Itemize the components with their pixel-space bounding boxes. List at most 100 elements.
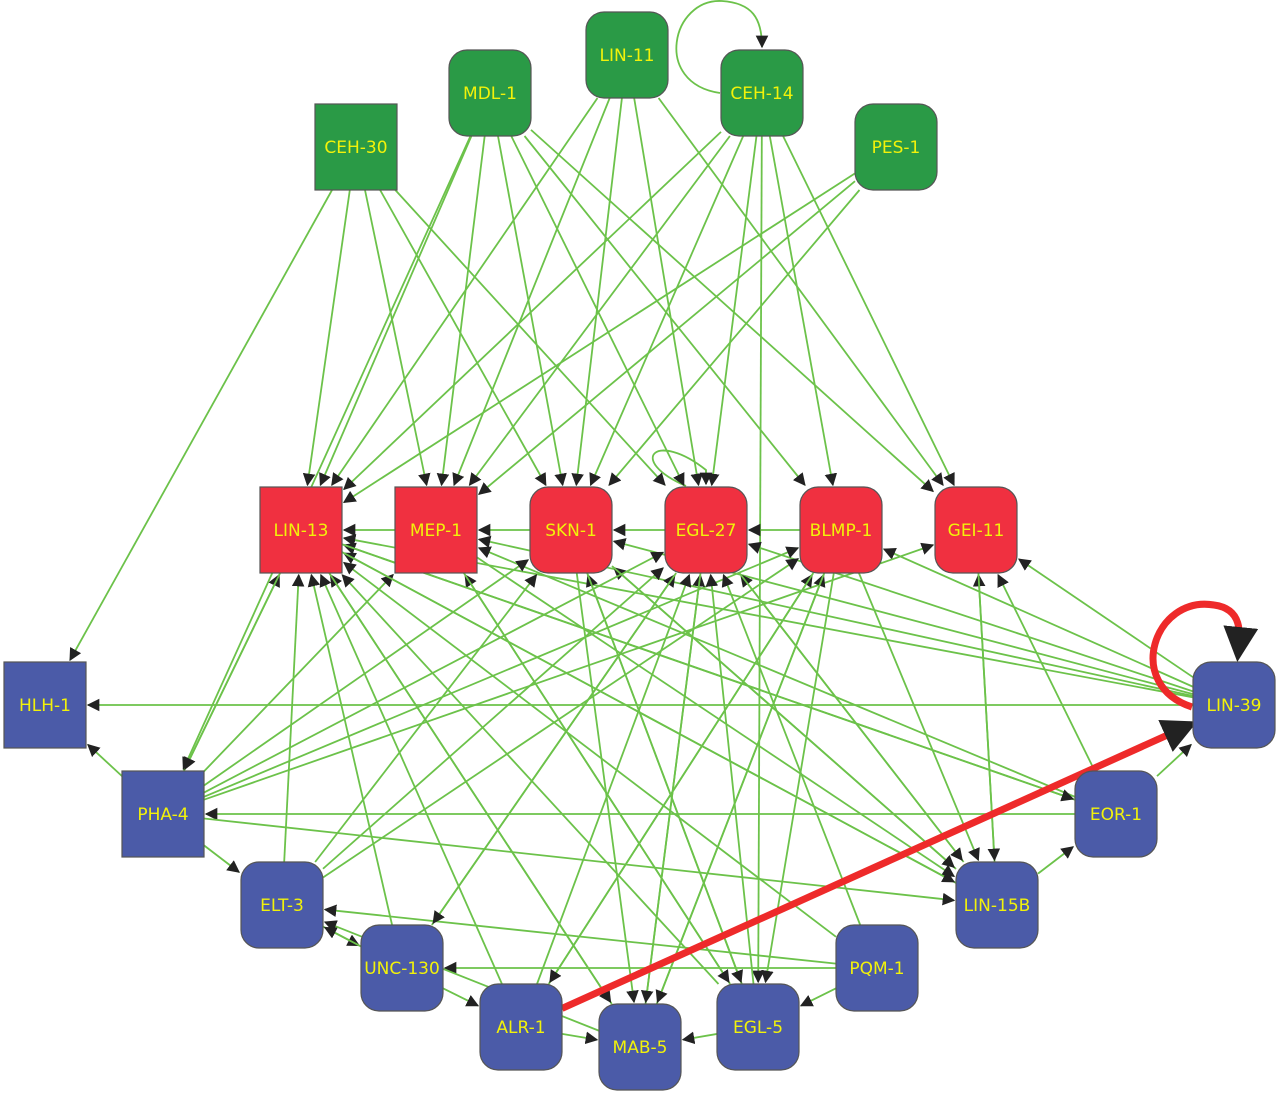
node-elt-3[interactable]: ELT-3 — [240, 861, 324, 949]
edge-unc-130-to-lin-13 — [307, 573, 393, 926]
node-box-ceh-30[interactable] — [314, 103, 398, 191]
edge-ceh-30-to-hlh-1 — [69, 189, 333, 662]
edge-pha-4-to-egl-27 — [203, 551, 665, 794]
node-label-elt-3: ELT-3 — [260, 896, 304, 916]
node-mab-5[interactable]: MAB-5 — [598, 1003, 682, 1091]
edge-ceh-14-to-lin-13 — [343, 131, 722, 491]
node-skn-1[interactable]: SKN-1 — [529, 486, 613, 574]
edge-eor-1-to-lin-39 — [1156, 743, 1192, 777]
node-box-elt-3[interactable] — [240, 861, 324, 949]
node-box-eor-1[interactable] — [1074, 770, 1158, 858]
edge-lin-15b-to-eor-1 — [1037, 846, 1075, 875]
edge-pqm-1-to-egl-27 — [721, 573, 862, 926]
edge-pqm-1-to-lin-13 — [342, 561, 837, 938]
edge-elt-3-to-lin-13 — [283, 573, 305, 863]
node-label-mdl-1: MDL-1 — [463, 84, 517, 104]
node-box-mdl-1[interactable] — [448, 49, 532, 137]
edge-mdl-1-to-lin-13 — [319, 135, 473, 487]
node-ceh-14[interactable]: CEH-14 — [720, 49, 804, 137]
node-ceh-30[interactable]: CEH-30 — [314, 103, 398, 191]
node-hlh-1[interactable]: HLH-1 — [3, 661, 87, 749]
node-label-mep-1: MEP-1 — [410, 521, 462, 541]
node-blmp-1[interactable]: BLMP-1 — [799, 486, 883, 574]
node-pqm-1[interactable]: PQM-1 — [835, 924, 919, 1012]
edge-ceh-14-to-mep-1 — [468, 135, 731, 487]
edge-mdl-1-to-gei-11 — [530, 129, 934, 493]
edge-ceh-30-to-lin-13 — [302, 189, 351, 487]
node-pes-1[interactable]: PES-1 — [854, 103, 938, 191]
node-egl-5[interactable]: EGL-5 — [716, 983, 800, 1071]
node-mdl-1[interactable]: MDL-1 — [448, 49, 532, 137]
edge-pes-1-to-lin-13 — [342, 172, 856, 504]
edge-elt-3-to-blmp-1 — [322, 558, 800, 879]
node-alr-1[interactable]: ALR-1 — [479, 983, 563, 1071]
edge-mdl-1-to-blmp-1 — [523, 135, 806, 486]
edge-lin-13-to-mab-5 — [328, 572, 612, 1004]
edge-skn-1-to-mab-5 — [575, 572, 639, 1004]
node-box-alr-1[interactable] — [479, 983, 563, 1071]
edge-eor-1-to-gei-11 — [997, 573, 1096, 772]
node-box-pqm-1[interactable] — [835, 924, 919, 1012]
node-label-lin-15b: LIN-15B — [964, 896, 1031, 916]
node-box-pes-1[interactable] — [854, 103, 938, 191]
node-box-blmp-1[interactable] — [799, 486, 883, 574]
node-pha-4[interactable]: PHA-4 — [121, 770, 205, 858]
node-label-egl-27: EGL-27 — [676, 521, 737, 541]
node-label-lin-13: LIN-13 — [274, 521, 329, 541]
edge-unc-130-to-alr-1 — [442, 987, 480, 1007]
node-label-skn-1: SKN-1 — [545, 521, 597, 541]
edge-mdl-1-to-skn-1 — [497, 135, 567, 487]
node-lin-13[interactable]: LIN-13 — [259, 486, 343, 574]
edge-blmp-1-to-alr-1 — [549, 572, 815, 984]
edge-egl-27-to-unc-130 — [432, 572, 677, 925]
node-box-lin-15b[interactable] — [955, 861, 1039, 949]
node-eor-1[interactable]: EOR-1 — [1074, 770, 1158, 858]
node-box-lin-13[interactable] — [259, 486, 343, 574]
edge-blmp-1-to-mab-5 — [655, 572, 826, 1004]
node-label-pqm-1: PQM-1 — [849, 959, 904, 979]
edge-unc-130-to-elt-3 — [323, 926, 362, 948]
edge-pqm-1-to-egl-5 — [799, 987, 837, 1007]
node-box-skn-1[interactable] — [529, 486, 613, 574]
node-egl-27[interactable]: EGL-27 — [664, 486, 748, 574]
node-box-lin-11[interactable] — [585, 11, 669, 99]
edge-alr-1-to-mab-5 — [561, 1031, 599, 1045]
edge-lin-11-to-skn-1 — [571, 97, 623, 487]
edge-egl-27-to-mab-5 — [640, 572, 702, 1004]
node-lin-11[interactable]: LIN-11 — [585, 11, 669, 99]
edge-mep-1-to-lin-15b — [476, 556, 956, 878]
edge-ceh-30-to-mep-1 — [364, 189, 431, 487]
node-lin-15b[interactable]: LIN-15B — [955, 861, 1039, 949]
node-label-pes-1: PES-1 — [872, 138, 921, 158]
edge-alr-1-to-egl-27 — [536, 573, 692, 985]
node-box-egl-5[interactable] — [716, 983, 800, 1071]
edge-ceh-14-to-skn-1 — [589, 135, 745, 487]
node-box-unc-130[interactable] — [360, 924, 444, 1012]
node-box-pha-4[interactable] — [121, 770, 205, 858]
node-label-alr-1: ALR-1 — [496, 1018, 545, 1038]
edge-skn-1-to-egl-5 — [586, 572, 743, 984]
edge-ceh-30-to-skn-1 — [379, 189, 547, 487]
edge-egl-5-to-egl-27 — [705, 573, 755, 985]
node-label-hlh-1: HLH-1 — [19, 696, 71, 716]
node-label-egl-5: EGL-5 — [733, 1018, 783, 1038]
node-lin-39[interactable]: LIN-39 — [1192, 661, 1276, 749]
node-mep-1[interactable]: MEP-1 — [394, 486, 478, 574]
node-box-ceh-14[interactable] — [720, 49, 804, 137]
node-box-mab-5[interactable] — [598, 1003, 682, 1091]
node-box-egl-27[interactable] — [664, 486, 748, 574]
node-label-ceh-30: CEH-30 — [324, 138, 387, 158]
node-gei-11[interactable]: GEI-11 — [934, 486, 1018, 574]
edge-pha-4-to-elt-3 — [203, 844, 241, 873]
edge-egl-27-to-lin-15b — [738, 572, 963, 861]
edge-egl-5-to-lin-13 — [341, 574, 720, 985]
node-box-hlh-1[interactable] — [3, 661, 87, 749]
node-unc-130[interactable]: UNC-130 — [360, 924, 444, 1012]
node-box-mep-1[interactable] — [394, 486, 478, 574]
node-box-gei-11[interactable] — [934, 486, 1018, 574]
node-box-lin-39[interactable] — [1192, 661, 1276, 749]
edge-elt-3-to-skn-1 — [314, 574, 538, 863]
node-label-unc-130: UNC-130 — [364, 959, 440, 979]
